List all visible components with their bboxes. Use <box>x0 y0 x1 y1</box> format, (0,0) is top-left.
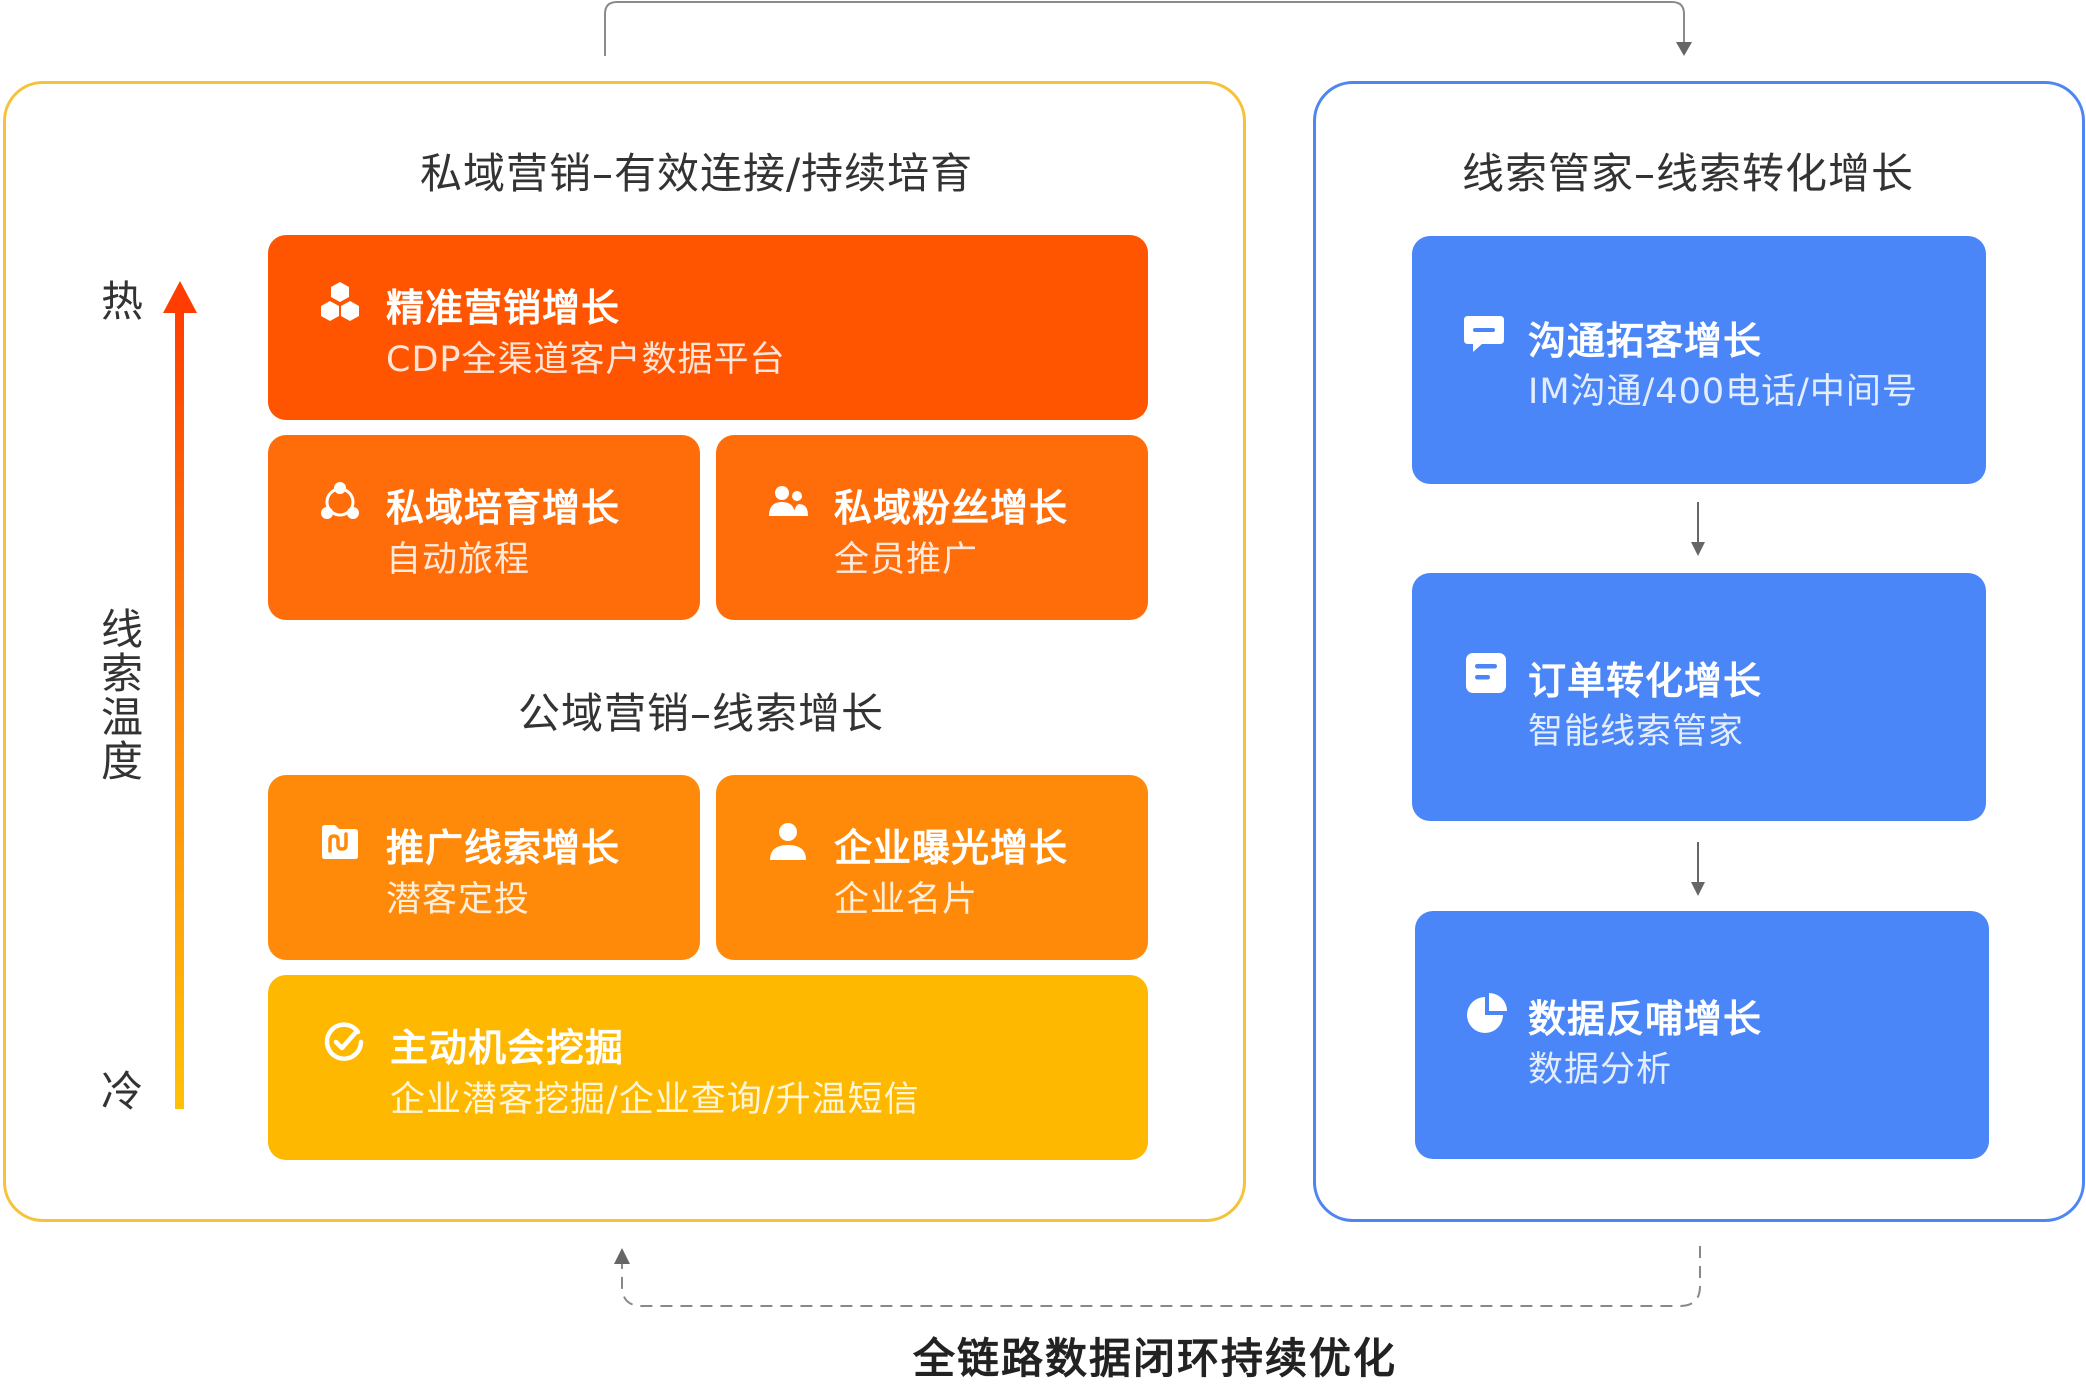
card-title: 私域培育增长 <box>386 486 621 530</box>
card-title: 精准营销增长 <box>386 286 621 330</box>
card-title: 私域粉丝增长 <box>834 486 1069 530</box>
chat-icon <box>1464 316 1504 352</box>
temperature-cold-label: 冷 <box>100 1067 143 1116</box>
lead-manager-title: 线索管家–线索转化增长 <box>1462 149 1915 198</box>
network-icon <box>321 482 359 519</box>
card-subtitle: 潜客定投 <box>386 880 531 920</box>
temperature-arrow <box>163 281 197 1109</box>
cubes-icon <box>321 282 359 321</box>
card-subtitle: CDP全渠道客户数据平台 <box>386 340 786 380</box>
private-fans-card[interactable]: 私域粉丝增长 全员推广 <box>716 435 1148 620</box>
card-title: 沟通拓客增长 <box>1528 319 1763 363</box>
card-title: 数据反哺增长 <box>1528 997 1763 1041</box>
temperature-label-char: 度 <box>100 737 143 786</box>
public-domain-title: 公域营销–线索增长 <box>518 689 885 738</box>
private-nurture-card[interactable]: 私域培育增长 自动旅程 <box>268 435 700 620</box>
target-icon <box>324 1022 364 1061</box>
temperature-label-char: 温 <box>100 693 143 742</box>
communication-card[interactable]: 沟通拓客增长 IM沟通/400电话/中间号 <box>1412 236 1986 484</box>
footer-caption: 全链路数据闭环持续优化 <box>912 1334 1397 1383</box>
top-flow-arrow <box>604 1 1692 56</box>
card-subtitle: 自动旅程 <box>386 540 531 580</box>
card-subtitle: 智能线索管家 <box>1528 712 1745 752</box>
card-title: 推广线索增长 <box>386 826 621 870</box>
temperature-label-char: 线 <box>100 605 143 654</box>
user-icon <box>770 823 806 860</box>
card-subtitle: 数据分析 <box>1528 1050 1673 1090</box>
card-title: 主动机会挖掘 <box>390 1026 625 1070</box>
card-title: 企业曝光增长 <box>834 826 1069 870</box>
private-domain-title: 私域营销–有效连接/持续培育 <box>420 149 974 198</box>
folder-icon <box>322 825 358 859</box>
enterprise-exposure-card[interactable]: 企业曝光增长 企业名片 <box>716 775 1148 960</box>
temperature-label-char: 索 <box>100 649 143 698</box>
promotion-leads-card[interactable]: 推广线索增长 潜客定投 <box>268 775 700 960</box>
opportunity-mining-card[interactable]: 主动机会挖掘 企业潜客挖掘/企业查询/升温短信 <box>268 975 1148 1160</box>
precision-marketing-card[interactable]: 精准营销增长 CDP全渠道客户数据平台 <box>268 235 1148 420</box>
order-conversion-card[interactable]: 订单转化增长 智能线索管家 <box>1412 573 1986 821</box>
card-title: 订单转化增长 <box>1528 659 1763 703</box>
users-icon <box>769 486 808 516</box>
card-subtitle: IM沟通/400电话/中间号 <box>1528 372 1918 412</box>
closed-loop-arrow <box>614 1246 1701 1307</box>
card-subtitle: 企业潜客挖掘/企业查询/升温短信 <box>390 1080 920 1120</box>
card-subtitle: 全员推广 <box>834 540 979 580</box>
data-feedback-card[interactable]: 数据反哺增长 数据分析 <box>1415 911 1989 1159</box>
temperature-hot-label: 热 <box>100 277 143 326</box>
card-subtitle: 企业名片 <box>834 880 979 920</box>
document-icon <box>1466 653 1506 693</box>
pie-chart-icon <box>1467 993 1507 1033</box>
flow-down-arrow <box>1691 502 1705 556</box>
flow-down-arrow <box>1691 842 1705 896</box>
